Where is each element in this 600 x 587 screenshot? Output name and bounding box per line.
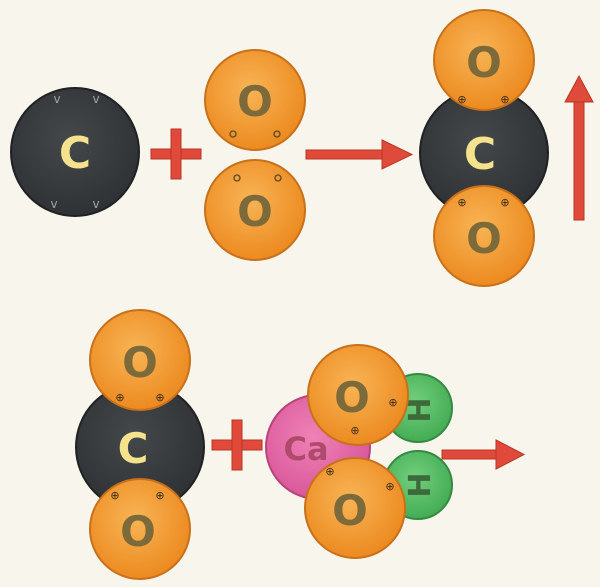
hydrogen-label: H: [403, 472, 438, 497]
hydrogen-label: H: [403, 397, 438, 422]
oxygen-atom: O ⊕ ⊕: [433, 9, 535, 111]
oxygen-label: O: [466, 214, 502, 263]
valence-mark: v: [92, 92, 99, 106]
carbon-label: C: [59, 128, 91, 179]
shared-electron-pair: ⊕: [110, 489, 119, 502]
oxygen-atom: O ⊕ ⊕: [307, 344, 409, 446]
oxygen-atom: O ⊕ ⊕: [304, 457, 406, 559]
shared-electron-pair: ⊕: [115, 391, 124, 404]
shared-electron-pair: ⊕: [385, 480, 394, 493]
oxygen-label: O: [334, 373, 370, 422]
electron-dot: [233, 174, 241, 182]
shared-electron-pair: ⊕: [500, 93, 509, 106]
carbon-label: C: [118, 424, 149, 473]
oxygen-atom: O ⊕ ⊕: [89, 478, 191, 580]
reactant-oxygen-molecule: O O: [204, 49, 306, 261]
shared-electron-pair: ⊕: [350, 424, 359, 437]
shared-electron-pair: ⊕: [457, 93, 466, 106]
reactant-calcium-hydroxide-molecule: H H Ca O ⊕ ⊕ O ⊕ ⊕: [265, 344, 453, 559]
oxygen-label: O: [237, 77, 273, 126]
valence-mark: v: [92, 197, 99, 211]
arrow-icon: [441, 439, 526, 470]
electron-dot: [229, 130, 237, 138]
oxygen-atom: O: [204, 49, 306, 151]
oxygen-label: O: [332, 486, 368, 535]
valence-mark: v: [53, 92, 60, 106]
electron-dot: [274, 174, 282, 182]
calcium-label: Ca: [283, 430, 328, 468]
shared-electron-pair: ⊕: [155, 489, 164, 502]
arrow-icon: [305, 139, 414, 170]
oxygen-atom: O ⊕ ⊕: [433, 185, 535, 287]
reactant-carbon-atom: C v v v v: [10, 87, 140, 217]
shared-electron-pair: ⊕: [457, 196, 466, 209]
plus-icon: [211, 419, 263, 471]
carbon-label: C: [464, 129, 496, 180]
oxygen-label: O: [237, 187, 273, 236]
plus-icon: [150, 128, 202, 180]
oxygen-label: O: [120, 507, 156, 556]
oxygen-atom: O ⊕ ⊕: [89, 309, 191, 411]
product-carbon-dioxide-molecule: C O ⊕ ⊕ O ⊕ ⊕: [419, 9, 549, 287]
oxygen-label: O: [466, 38, 502, 87]
shared-electron-pair: ⊕: [325, 465, 334, 478]
oxygen-label: O: [122, 338, 158, 387]
arrow-icon: [564, 74, 594, 221]
valence-mark: v: [50, 197, 57, 211]
shared-electron-pair: ⊕: [500, 196, 509, 209]
electron-dot: [273, 130, 281, 138]
oxygen-atom: O: [204, 159, 306, 261]
shared-electron-pair: ⊕: [388, 396, 397, 409]
shared-electron-pair: ⊕: [155, 391, 164, 404]
reactant-carbon-dioxide-molecule: C O ⊕ ⊕ O ⊕ ⊕: [75, 309, 205, 580]
